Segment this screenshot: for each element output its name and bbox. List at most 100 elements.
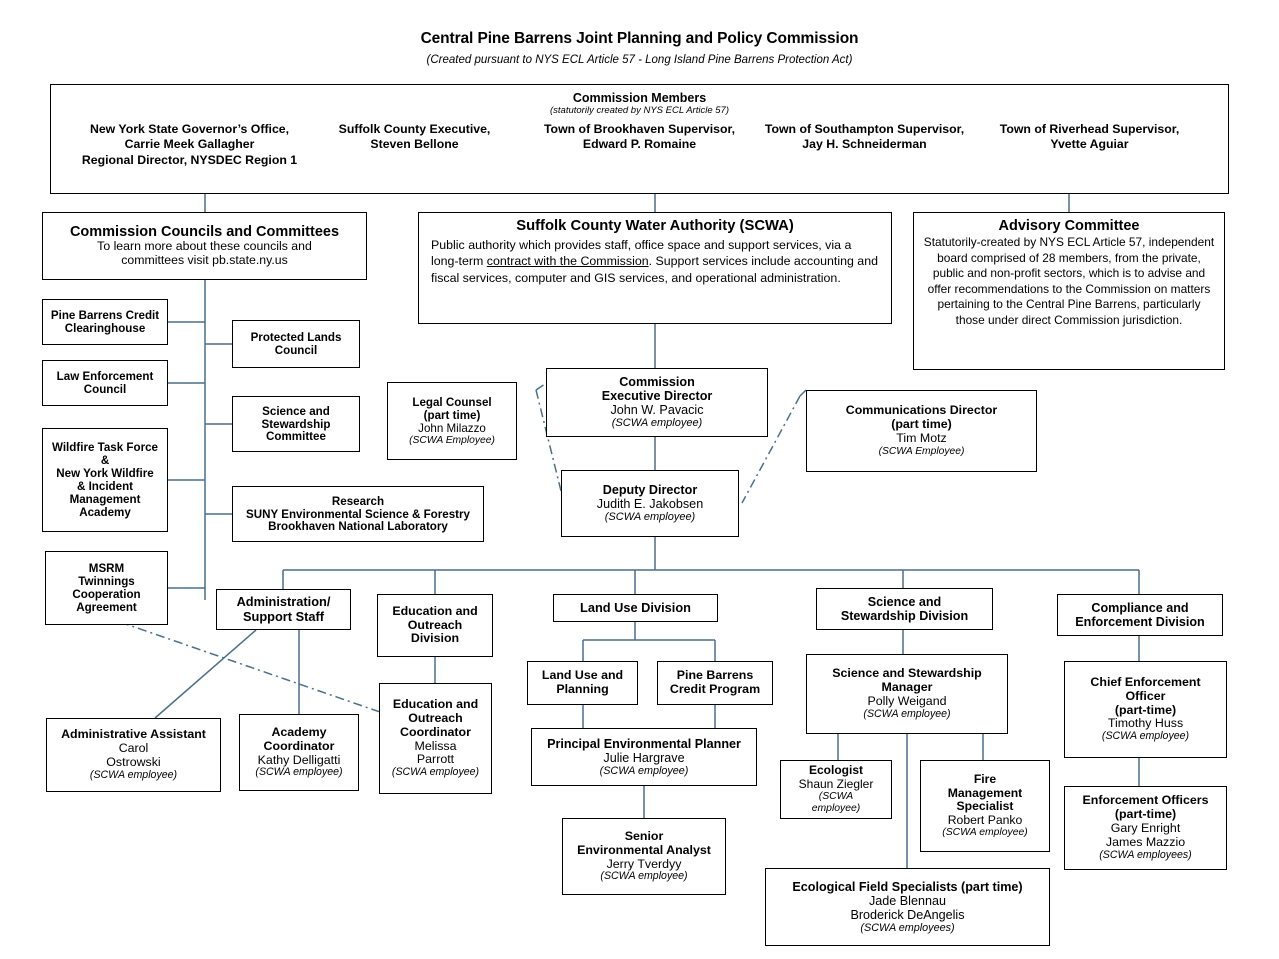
node-employer: (SCWA employee) (599, 765, 689, 778)
node-person: John Milazzo (418, 421, 486, 435)
scwa-title: Suffolk County Water Authority (SCWA) (516, 218, 794, 234)
node-person: Judith E. Jakobsen (596, 497, 704, 512)
member-southampton: Town of Southampton Supervisor,Jay H. Sc… (764, 121, 965, 152)
member-brookhaven: Town of Brookhaven Supervisor,Edward P. … (543, 121, 736, 152)
node-employer: (SCWA employee) (604, 511, 696, 524)
node-title: Administration/Support Staff (236, 594, 331, 624)
node-person: Tim Motz (896, 431, 947, 446)
scwa-body-post: . Support services include accounting an… (431, 254, 878, 285)
node-wildfire-task-force: Wildfire Task Force&New York Wildfire& I… (42, 428, 168, 532)
councils-title: Commission Councils and Committees (69, 224, 340, 241)
councils-line2: committees visit pb.state.ny.us (121, 253, 288, 268)
commission-members-subheader: (statutorily created by NYS ECL Article … (550, 105, 729, 117)
node-title: Ecologist (808, 763, 863, 778)
node-employer: (SCWA employee) (255, 766, 343, 779)
member-governors-office: New York State Governor’s Office,Carrie … (81, 121, 298, 168)
node-person: Shaun Ziegler (798, 776, 874, 791)
node-person: Julie Hargrave (603, 750, 685, 765)
node-employer: (SCWA employee) (600, 870, 688, 883)
node-title: Deputy Director (602, 483, 698, 498)
node-title: Legal Counsel(part time) (412, 395, 492, 422)
scwa-contract-link[interactable]: contract with the Commission (486, 254, 649, 269)
page-title: Central Pine Barrens Joint Planning and … (420, 30, 859, 47)
node-ecological-field-specialists: Ecological Field Specialists (part time)… (765, 868, 1050, 946)
node-employer: (SCWA employee) (1101, 730, 1190, 743)
node-land-use-division: Land Use Division (553, 594, 718, 622)
node-employer: (SCWA employees) (860, 922, 955, 935)
node-person: Jerry Tverdyy (606, 856, 682, 871)
scwa-box: Suffolk County Water Authority (SCWA) Pu… (418, 212, 892, 324)
node-title: Enforcement Officers(part-time) (1082, 793, 1209, 822)
node-employer: (SCWA Employee) (878, 446, 965, 458)
scwa-body-pre: Public authority which provides staff, o… (431, 237, 852, 269)
node-title: Wildfire Task Force&New York Wildfire& I… (52, 441, 158, 519)
node-person: Kathy Delligatti (257, 752, 341, 767)
commission-members-box: Commission Members (statutorily created … (50, 84, 1229, 194)
node-title: Administrative Assistant (61, 727, 206, 742)
node-title: Principal Environmental Planner (547, 736, 741, 751)
node-communications-director: Communications Director(part time) Tim M… (806, 390, 1037, 472)
node-employer: (SCWA Employee) (409, 434, 495, 446)
node-enforcement-officers: Enforcement Officers(part-time) Gary Enr… (1064, 786, 1227, 870)
node-title: Ecological Field Specialists (part time) (792, 879, 1023, 894)
advisory-body: Statutorily-created by NYS ECL Article 5… (923, 235, 1215, 327)
member-county-executive: Suffolk County Executive,Steven Bellone (338, 121, 491, 152)
member-riverhead: Town of Riverhead Supervisor,Yvette Agui… (999, 121, 1180, 152)
node-person: Robert Panko (947, 812, 1023, 827)
node-title: Land Use Division (580, 599, 691, 615)
node-employer: (SCWA employees) (1099, 848, 1192, 861)
page-subtitle: (Created pursuant to NYS ECL Article 57 … (426, 54, 853, 66)
advisory-title: Advisory Committee (998, 218, 1140, 234)
node-employer: (SCWA employee) (863, 707, 951, 720)
node-title: Communications Director(part time) (845, 403, 998, 432)
node-principal-environmental-planner: Principal Environmental Planner Julie Ha… (531, 728, 757, 786)
advisory-committee-box: Advisory Committee Statutorily-created b… (913, 212, 1225, 370)
node-person: John W. Pavacic (610, 403, 704, 418)
node-employer: (SCWA employee) (611, 417, 703, 430)
node-deputy-director: Deputy Director Judith E. Jakobsen (SCWA… (561, 470, 739, 537)
node-employer: (SCWA employee) (942, 827, 1028, 839)
commission-members-list: New York State Governor’s Office,Carrie … (55, 122, 1224, 169)
scwa-body: Public authority which provides staff, o… (423, 237, 887, 287)
node-administration-support-staff: Administration/Support Staff (216, 589, 351, 630)
node-employer: (SCWA employee) (89, 768, 178, 781)
